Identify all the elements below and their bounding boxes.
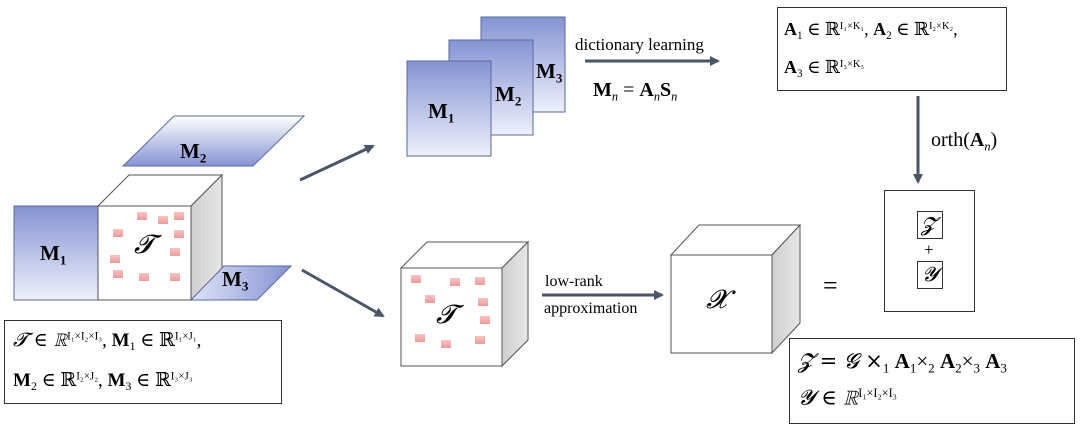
plus-sign: + (924, 240, 934, 259)
tensor-entries-left (110, 212, 184, 281)
orth-label: orth(An) (931, 129, 998, 154)
label-m2: M2 (180, 139, 207, 166)
label-m3: M3 (222, 267, 249, 294)
stack-label-m3: M3 (536, 59, 563, 86)
dictionary-learning-label: dictionary learning (575, 35, 704, 54)
z-box: 𝓩 (917, 211, 943, 239)
stack-m1 (406, 60, 492, 157)
definition-line-2: M2 ∈ ℝI₂×J₂, M3 ∈ ℝI₃×J₃ (13, 370, 193, 394)
result-box: 𝓩 = 𝓖 ×1 A1×2 A2×3 A3 𝓨 ∈ ℝI₁×I₂×I₃ (789, 338, 1075, 424)
dictionary-equation: Mn = AnSn (593, 79, 678, 104)
y-box: 𝓨 (917, 261, 943, 289)
slice-m3 (189, 265, 293, 301)
dictionary-line-2: A3 ∈ ℝI₃×K₃ (784, 57, 865, 80)
z-symbol: 𝓩 (921, 212, 936, 236)
arrow-up (299, 144, 375, 182)
dictionary-box: A1 ∈ ℝI₁×K₁, A2 ∈ ℝI₂×K₂, A3 ∈ ℝI₃×K₃ (777, 7, 1007, 91)
stack-label-m1: M1 (428, 99, 455, 126)
label-x: 𝓧 (706, 285, 728, 315)
slice-m2 (121, 115, 306, 167)
label-tensor-left: 𝓣 (134, 230, 154, 260)
cube3-front (670, 254, 773, 354)
low-rank-label-2: approximation (544, 300, 638, 317)
result-line-2: 𝓨 ∈ ℝI₁×I₂×I₃ (798, 385, 897, 410)
equals-sign: = (823, 271, 838, 300)
y-symbol: 𝓨 (922, 262, 938, 286)
result-line-1: 𝓩 = 𝓖 ×1 A1×2 A2×3 A3 (798, 349, 1007, 376)
label-tensor-bottom: 𝓣 (436, 300, 456, 330)
definition-line-1: 𝓣 ∈ ℝI₁×I₂×I₃, M1 ∈ ℝI₁×J₁, (13, 329, 202, 354)
label-m1: M1 (40, 241, 67, 268)
low-rank-label-1: low-rank (545, 273, 603, 290)
definition-box: 𝓣 ∈ ℝI₁×I₂×I₃, M1 ∈ ℝI₁×J₁, M2 ∈ ℝI₂×J₂,… (4, 320, 282, 404)
stack-label-m2: M2 (495, 82, 522, 109)
arrow-down (301, 268, 385, 318)
slice-m1 (13, 205, 99, 301)
dictionary-line-1: A1 ∈ ℝI₁×K₁, A2 ∈ ℝI₂×K₂, (784, 19, 958, 42)
decomposition-box: 𝓩 + 𝓨 (884, 190, 975, 312)
tensor-entries-bottom (411, 275, 490, 348)
